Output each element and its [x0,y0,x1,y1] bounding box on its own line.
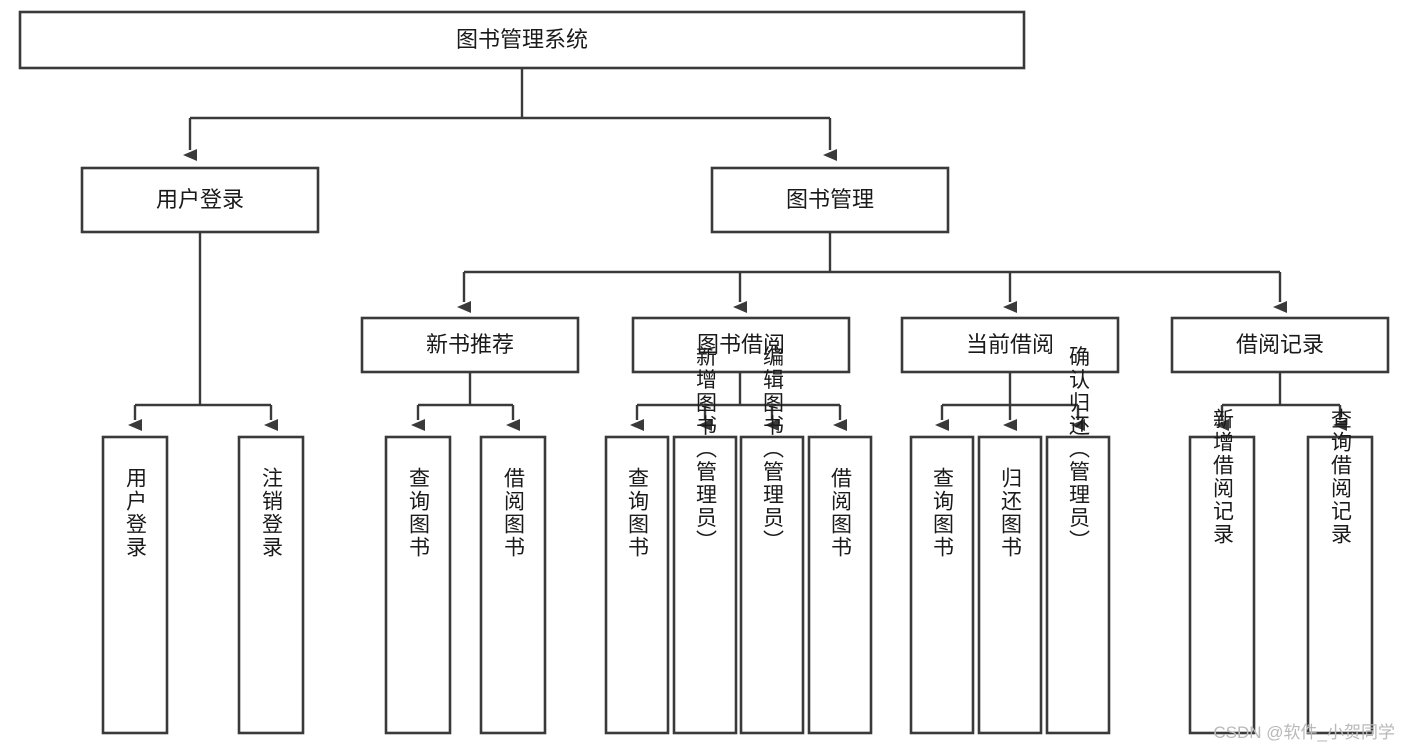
node-root[interactable]: 图书管理系统 [18,10,1026,70]
node-book-borrow-box[interactable] [631,316,851,374]
node-leaf-confirm-return-label: 确认归还（管理员） [1067,346,1091,553]
node-new-book-rec[interactable]: 新书推荐 [360,316,580,374]
node-borrow-record[interactable]: 借阅记录 [1170,316,1390,374]
node-current-borrow[interactable]: 当前借阅 [900,316,1120,374]
node-borrow-record-label: 借阅记录 [1236,332,1324,357]
node-leaf-add-record-box[interactable] [1188,435,1256,735]
node-borrow-record-box[interactable] [1170,316,1390,374]
node-book-manage-label: 图书管理 [786,187,874,212]
node-root-box[interactable] [18,10,1026,70]
node-leaf-query-record-box[interactable] [1306,435,1374,735]
node-leaf-add-book[interactable]: 新增图书（管理员） [672,346,738,735]
node-leaf-user-login-label: 用户登录 [124,467,148,559]
node-leaf-return-book-label: 归还图书 [999,467,1023,559]
node-leaf-edit-book-label: 编辑图书（管理员） [761,346,785,553]
node-leaf-borrow-book-1-label: 借阅图书 [502,467,526,559]
node-leaf-query-book-1-label: 查询图书 [407,467,431,559]
node-leaf-user-login[interactable]: 用户登录 [101,435,169,735]
node-current-borrow-box[interactable] [900,316,1120,374]
node-leaf-logout-box[interactable] [237,435,305,735]
node-leaf-add-record[interactable]: 新增借阅记录 [1188,408,1256,735]
node-leaf-query-record[interactable]: 查询借阅记录 [1306,408,1374,735]
node-leaf-add-record-label: 新增借阅记录 [1211,408,1235,546]
node-leaf-logout-label: 注销登录 [260,467,284,559]
node-leaf-return-book-box[interactable] [977,435,1043,735]
node-leaf-query-book-2-box[interactable] [604,435,670,735]
node-new-book-rec-box[interactable] [360,316,580,374]
node-user-login-label: 用户登录 [156,187,244,212]
node-leaf-query-book-2-label: 查询图书 [626,467,650,559]
node-book-manage[interactable]: 图书管理 [710,166,950,234]
node-book-borrow-label: 图书借阅 [697,332,785,357]
node-leaf-query-book-2[interactable]: 查询图书 [604,435,670,735]
node-leaf-borrow-book-1[interactable]: 借阅图书 [479,435,547,735]
connector-layer [128,68,1347,431]
node-leaf-logout[interactable]: 注销登录 [237,435,305,735]
node-leaf-query-book-1-box[interactable] [384,435,452,735]
node-leaf-query-book-3-label: 查询图书 [931,467,955,559]
node-leaf-query-book-3-box[interactable] [909,435,975,735]
node-root-label: 图书管理系统 [456,27,588,52]
node-user-login[interactable]: 用户登录 [80,166,320,234]
node-leaf-return-book[interactable]: 归还图书 [977,435,1043,735]
node-leaf-query-book-1[interactable]: 查询图书 [384,435,452,735]
node-leaf-confirm-return[interactable]: 确认归还（管理员） [1045,346,1111,735]
node-leaf-borrow-book-2[interactable]: 借阅图书 [807,435,873,735]
node-leaf-borrow-book-1-box[interactable] [479,435,547,735]
node-leaf-query-book-3[interactable]: 查询图书 [909,435,975,735]
node-leaf-user-login-box[interactable] [101,435,169,735]
node-leaf-borrow-book-2-box[interactable] [807,435,873,735]
node-leaf-borrow-book-2-label: 借阅图书 [829,467,853,559]
node-leaf-confirm-return-box[interactable] [1045,435,1111,735]
node-leaf-edit-book-box[interactable] [739,435,805,735]
node-leaf-add-book-box[interactable] [672,435,738,735]
node-book-manage-box[interactable] [710,166,950,234]
node-new-book-rec-label: 新书推荐 [426,332,514,357]
node-book-borrow[interactable]: 图书借阅 [631,316,851,374]
node-leaf-query-record-label: 查询借阅记录 [1329,408,1353,546]
node-leaf-edit-book[interactable]: 编辑图书（管理员） [739,346,805,735]
node-current-borrow-label: 当前借阅 [966,332,1054,357]
node-user-login-box[interactable] [80,166,320,234]
node-leaf-add-book-label: 新增图书（管理员） [694,346,718,553]
